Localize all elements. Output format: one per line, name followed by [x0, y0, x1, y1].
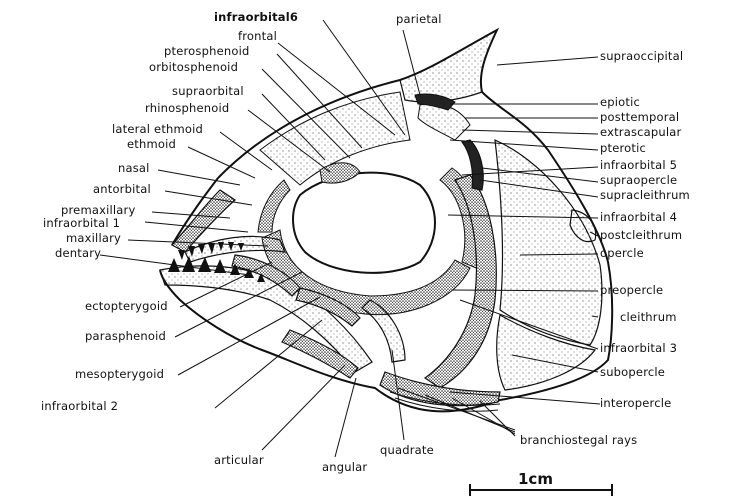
label-maxillary: maxillary [66, 232, 121, 245]
label-infraorbital6: infraorbital6 [214, 11, 298, 24]
label-supraoccipital: supraoccipital [600, 50, 683, 63]
label-parasphenoid: parasphenoid [85, 330, 166, 343]
label-mesopterygoid: mesopterygoid [75, 368, 164, 381]
label-ectopterygoid: ectopterygoid [85, 300, 168, 313]
orbit [293, 173, 435, 273]
label-infraorbital1: infraorbital 1 [43, 217, 120, 230]
label-infraorbital5: infraorbital 5 [600, 159, 677, 172]
label-nasal: nasal [118, 162, 150, 175]
label-interopercle: interopercle [600, 397, 671, 410]
label-infraorbital4: infraorbital 4 [600, 211, 677, 224]
label-frontal: frontal [238, 30, 277, 43]
cranial-bones [260, 92, 470, 185]
leader-angular [335, 378, 356, 457]
infraorbital-ring-anterior [258, 180, 290, 232]
label-supraopercle: supraopercle [600, 174, 677, 187]
label-antorbital: antorbital [93, 183, 151, 196]
label-ethmoid: ethmoid [127, 138, 176, 151]
leader-branchiostegal-4 [480, 401, 515, 436]
label-opercle: opercle [600, 247, 644, 260]
label-dentary: dentary [55, 247, 101, 260]
upper-tooth [178, 250, 185, 260]
label-posttemporal: posttemporal [600, 111, 679, 124]
label-infraorbital2: infraorbital 2 [41, 400, 118, 413]
label-quadrate: quadrate [380, 444, 434, 457]
label-epiotic: epiotic [600, 96, 640, 109]
label-articular: articular [214, 454, 264, 467]
scale-bar-label: 1cm [518, 470, 553, 488]
leader-supraoccipital [497, 57, 598, 65]
label-cleithrum: cleithrum [620, 311, 677, 324]
label-pterotic: pterotic [600, 142, 646, 155]
label-preopercle: preopercle [600, 284, 663, 297]
label-infraorbital3: infraorbital 3 [600, 342, 677, 355]
label-postcleithrum: postcleithrum [600, 229, 682, 242]
label-orbitosphenoid: orbitosphenoid [149, 61, 238, 74]
label-lateral-ethmoid: lateral ethmoid [112, 123, 203, 136]
label-branchiostegal-rays: branchiostegal rays [520, 434, 637, 447]
label-parietal: parietal [396, 13, 442, 26]
label-rhinosphenoid: rhinosphenoid [145, 102, 229, 115]
label-subopercle: subopercle [600, 366, 665, 379]
leader-infraorbital2 [215, 320, 322, 408]
label-angular: angular [322, 461, 367, 474]
label-extrascapular: extrascapular [600, 126, 681, 139]
label-supracleithrum: supracleithrum [600, 189, 690, 202]
leader-articular [262, 365, 345, 450]
leader-nasal [158, 170, 240, 185]
opercle-bone [495, 140, 602, 345]
label-supraorbital: supraorbital [172, 85, 244, 98]
label-pterosphenoid: pterosphenoid [164, 45, 249, 58]
